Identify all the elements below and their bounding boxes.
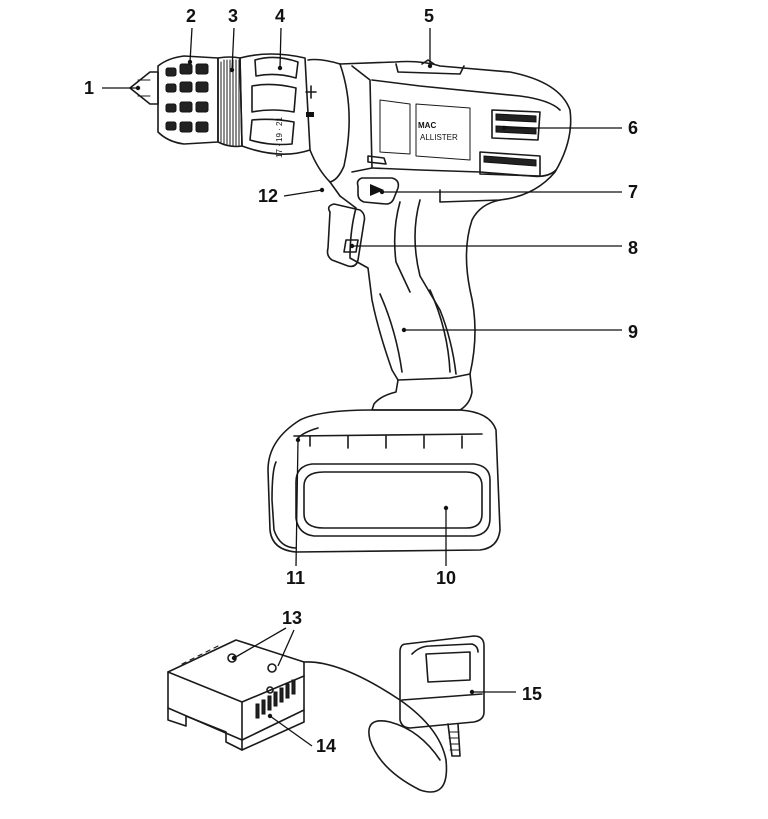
chuck-sleeve [157,55,219,145]
callout-label-1: 1 [84,78,94,98]
leader-dot-12 [319,187,325,193]
speed-markings: 17 · 19 · 21 [275,117,284,158]
callout-label-7: 7 [628,182,638,202]
leader-line-11 [295,439,299,567]
callout-3: 3 [228,6,238,73]
torque-collar: 17 · 19 · 21 [239,53,317,158]
leader-line-13 [233,627,295,667]
leader-dot-6 [501,125,507,131]
ventilation-slots [479,109,541,177]
callout-8: 8 [349,238,638,258]
callout-label-9: 9 [628,322,638,342]
callout-label-12: 12 [258,186,278,206]
leader-dot-9 [401,327,407,333]
callout-12: 12 [258,186,325,206]
leader-line-2 [189,27,193,63]
callout-label-5: 5 [424,6,434,26]
callout-5: 5 [424,6,434,69]
charger-base [167,639,305,751]
callout-10: 10 [436,505,456,588]
leader-line-4 [279,27,282,69]
callout-label-4: 4 [275,6,285,26]
callout-label-2: 2 [186,6,196,26]
callout-7: 7 [379,182,638,202]
leader-dot-5 [427,63,433,69]
callout-label-8: 8 [628,238,638,258]
callout-label-10: 10 [436,568,456,588]
callout-label-14: 14 [316,736,336,756]
leader-dot-2 [187,59,193,65]
leader-line-12 [283,189,323,197]
callout-label-3: 3 [228,6,238,26]
charger-cable [303,661,448,793]
brand-logo-line1: MAC [418,121,436,130]
leader-dot-15 [469,689,475,695]
contact-pin-right [267,663,277,673]
leader-dot-13 [231,655,237,661]
leader-dot-11 [295,437,301,443]
callout-2: 2 [186,6,196,65]
charger-vents [255,679,296,719]
leader-line-3 [231,27,235,71]
leader-line-14 [269,715,313,747]
callout-14: 14 [267,713,336,756]
leader-dot-8 [349,243,355,249]
callout-9: 9 [401,322,638,342]
trigger [326,203,366,268]
leader-dot-14 [267,713,273,719]
callout-label-13: 13 [282,608,302,628]
callout-label-15: 15 [522,684,542,704]
callout-13: 13 [231,608,302,667]
leader-dot-3 [229,67,235,73]
callout-6: 6 [501,118,638,138]
callout-15: 15 [469,684,542,704]
callout-label-11: 11 [286,568,305,588]
leader-dot-10 [443,505,449,511]
brand-logo-line2: ALLISTER [420,133,458,142]
callout-label-6: 6 [628,118,638,138]
top-switch [395,59,465,75]
leader-dot-4 [277,65,283,71]
callout-11: 11 [286,437,305,588]
callout-4: 4 [275,6,285,71]
drill: 17 · 19 · 21 MAC ALLISTER [129,53,572,553]
leader-dot-7 [379,189,385,195]
power-adapter [399,635,485,757]
battery-pack [267,409,501,553]
leader-dot-1 [135,85,141,91]
handle [339,195,501,411]
direction-selector [356,177,400,205]
callout-1: 1 [84,78,141,98]
